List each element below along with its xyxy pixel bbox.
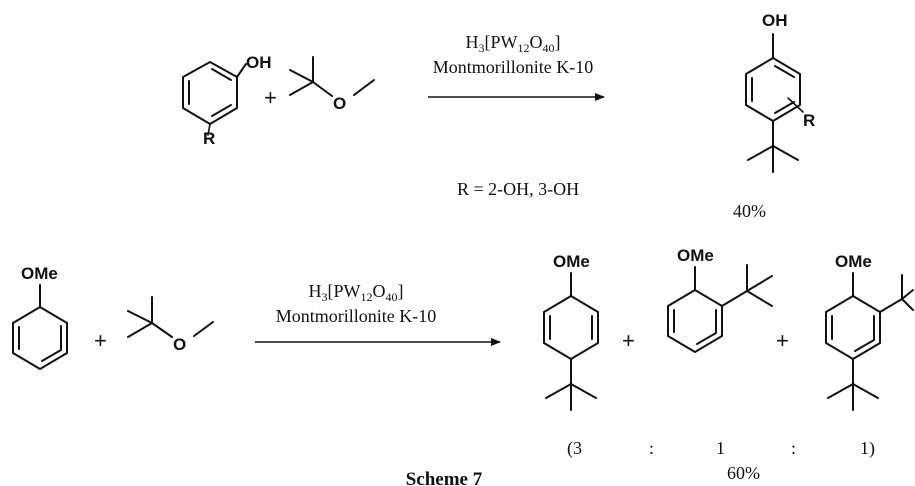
substituent-label: OH	[246, 53, 272, 72]
substituent-label: OMe	[553, 252, 590, 271]
ratio-part: (3	[567, 438, 582, 459]
substituent-label: OMe	[677, 246, 714, 265]
mtbe-structure: O	[127, 296, 214, 354]
ratio-part: 1	[716, 438, 725, 458]
scheme-label: Scheme 7	[406, 469, 483, 486]
product-4-tert-butylanisole-structure: OMe	[543, 252, 599, 411]
ether-oxygen-label: O	[173, 335, 186, 354]
reagent-catalyst-formula: H3[PW12O40]	[466, 32, 561, 55]
plus-sign: +	[94, 328, 107, 353]
reagent-support-label: Montmorillonite K-10	[433, 57, 594, 77]
product-ratio: (3 : 1 : 1)	[567, 438, 875, 459]
ratio-separator: :	[649, 438, 654, 458]
ratio-part: 1)	[860, 438, 875, 459]
product-tert-butylphenol-structure: OH R	[745, 11, 815, 173]
mtbe-structure: O	[289, 56, 375, 113]
reagent-support-label: Montmorillonite K-10	[276, 306, 437, 326]
reagent-catalyst-formula: H3[PW12O40]	[309, 281, 404, 304]
reactant-phenol-structure: OH R	[182, 53, 272, 148]
yield-label: 60%	[727, 463, 760, 483]
ether-oxygen-label: O	[333, 94, 346, 113]
product-2-tert-butylanisole-structure: OMe	[667, 246, 773, 353]
r-group-label: R	[803, 111, 815, 130]
product-2-4-di-tert-butylanisole-structure: OMe	[825, 252, 914, 411]
substituent-label: OH	[762, 11, 788, 30]
yield-label: 40%	[733, 201, 766, 221]
reactant-anisole-structure: OMe	[12, 264, 68, 370]
plus-sign: +	[622, 328, 635, 353]
substituent-label: OMe	[21, 264, 58, 283]
r-group-label: R	[203, 129, 215, 148]
plus-sign: +	[264, 85, 277, 110]
r-group-condition: R = 2-OH, 3-OH	[457, 179, 579, 199]
ratio-separator: :	[791, 438, 796, 458]
plus-sign: +	[776, 328, 789, 353]
substituent-label: OMe	[835, 252, 872, 271]
